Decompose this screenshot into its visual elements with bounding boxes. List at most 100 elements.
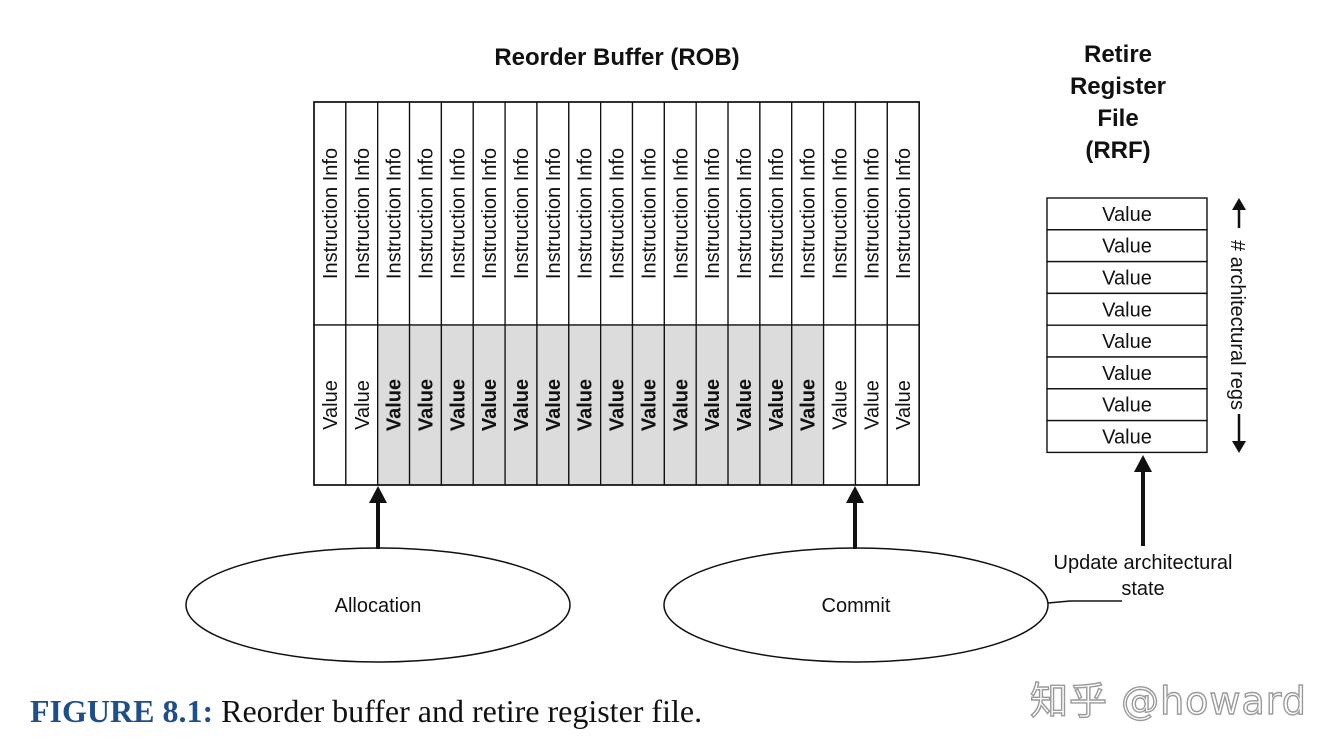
rob-value-label: Value [670, 379, 692, 431]
rob-info-cell [631, 101, 666, 326]
rrf-title-line: Retire [1084, 41, 1152, 68]
rob-info-label: Instruction Info [607, 148, 629, 279]
rrf-value-label: Value [1102, 204, 1152, 226]
rob-value-label: Value [543, 379, 565, 431]
rob-value-label: Value [320, 380, 342, 430]
rrf-value-label: Value [1102, 299, 1152, 321]
rrf-entry: Value [1046, 356, 1208, 390]
rob-info-label: Instruction Info [734, 148, 756, 279]
rob-info-label: Instruction Info [415, 148, 437, 279]
update-arch-state: Update architectural state [1047, 455, 1233, 604]
rob-value-label: Value [861, 380, 883, 430]
commit-stage: Commit [663, 486, 1049, 663]
rob-value-cell-occupied [440, 324, 474, 486]
rob-info-cell [313, 101, 347, 326]
rrf-entry: Value [1046, 197, 1208, 231]
rrf-title: Retire Register File (RRF) [1070, 41, 1166, 164]
arch-regs-label: # architectural regs [1226, 240, 1248, 410]
rob-info-cell [568, 101, 602, 326]
rob-info-label: Instruction Info [511, 148, 533, 279]
rob-value-label: Value [830, 380, 852, 430]
rob-value-cell-occupied [600, 324, 634, 486]
update-label-line: Update architectural [1054, 552, 1233, 574]
rrf-title-line: File [1097, 105, 1138, 132]
rob-value-label: Value [511, 379, 533, 431]
update-label-line: state [1121, 578, 1164, 600]
rob-title: Reorder Buffer (ROB) [494, 44, 739, 71]
rob-info-label: Instruction Info [766, 148, 788, 279]
rob-value-cell-occupied [631, 324, 666, 486]
rrf-value-label: Value [1102, 395, 1152, 417]
rob-info-label: Instruction Info [384, 148, 406, 279]
rrf-cell [1046, 356, 1208, 390]
rob-info-label: Instruction Info [479, 148, 501, 279]
rob-info-label: Instruction Info [447, 148, 469, 279]
rob-info-label: Instruction Info [320, 148, 342, 279]
rrf-entry: Value [1046, 260, 1208, 295]
allocation-stage: Allocation [185, 486, 571, 663]
rob-border [313, 101, 920, 486]
commit-arrowhead [846, 486, 864, 503]
rob-value-label: Value [638, 379, 660, 431]
rob-value-cell [854, 324, 888, 486]
rob-info-label: Instruction Info [798, 148, 820, 279]
rob-value-label: Value [352, 380, 374, 430]
rrf-entry: Value [1046, 388, 1208, 422]
rob-value-label: Value [447, 379, 469, 431]
commit-label: Commit [822, 595, 891, 617]
rrf-entry: Value [1046, 292, 1208, 326]
rrf-entry: Value [1046, 229, 1208, 263]
rob-value-label: Value [734, 379, 756, 431]
figure-caption: FIGURE 8.1: Reorder buffer and retire re… [30, 693, 702, 730]
rob-value-cell [313, 324, 347, 486]
rob-value-label: Value [479, 379, 501, 431]
rob-value-label: Value [415, 379, 437, 431]
rob-info-cell [600, 101, 634, 326]
update-leader-line [1047, 600, 1122, 604]
allocation-label: Allocation [335, 595, 422, 617]
rrf-value-label: Value [1102, 236, 1152, 258]
rob-value-cell-occupied [377, 324, 411, 486]
rob-info-label: Instruction Info [638, 148, 660, 279]
rob-value-cell-occupied [727, 324, 761, 486]
rob-info-label: Instruction Info [830, 148, 852, 279]
rob-value-label: Value [766, 379, 788, 431]
rob-info-label: Instruction Info [893, 148, 915, 279]
arch-regs-size-arrow: # architectural regs [1226, 198, 1254, 453]
update-arrowhead [1134, 455, 1152, 472]
rrf-value-label: Value [1102, 427, 1152, 449]
rob-value-label: Value [798, 379, 820, 431]
watermark: 知乎 @howard [1029, 678, 1307, 723]
rob-info-cell [727, 101, 761, 326]
rob-value-cell-occupied [408, 324, 443, 486]
rob-value-cell-occupied [472, 324, 506, 486]
rrf-value-label: Value [1102, 268, 1152, 290]
rrf-cell [1046, 197, 1208, 231]
rob-info-label: Instruction Info [543, 148, 565, 279]
rob-value-label: Value [702, 379, 724, 431]
rob-info-label: Instruction Info [575, 148, 597, 279]
rob-value-label: Value [893, 380, 915, 430]
rob-value-cell-occupied [504, 324, 538, 486]
rob-info-cell [663, 101, 697, 326]
rrf-value-label: Value [1102, 331, 1152, 353]
rrf-entry: Value [1046, 324, 1208, 358]
rrf-entry: Value [1046, 419, 1208, 454]
rob-info-cell [759, 101, 793, 326]
